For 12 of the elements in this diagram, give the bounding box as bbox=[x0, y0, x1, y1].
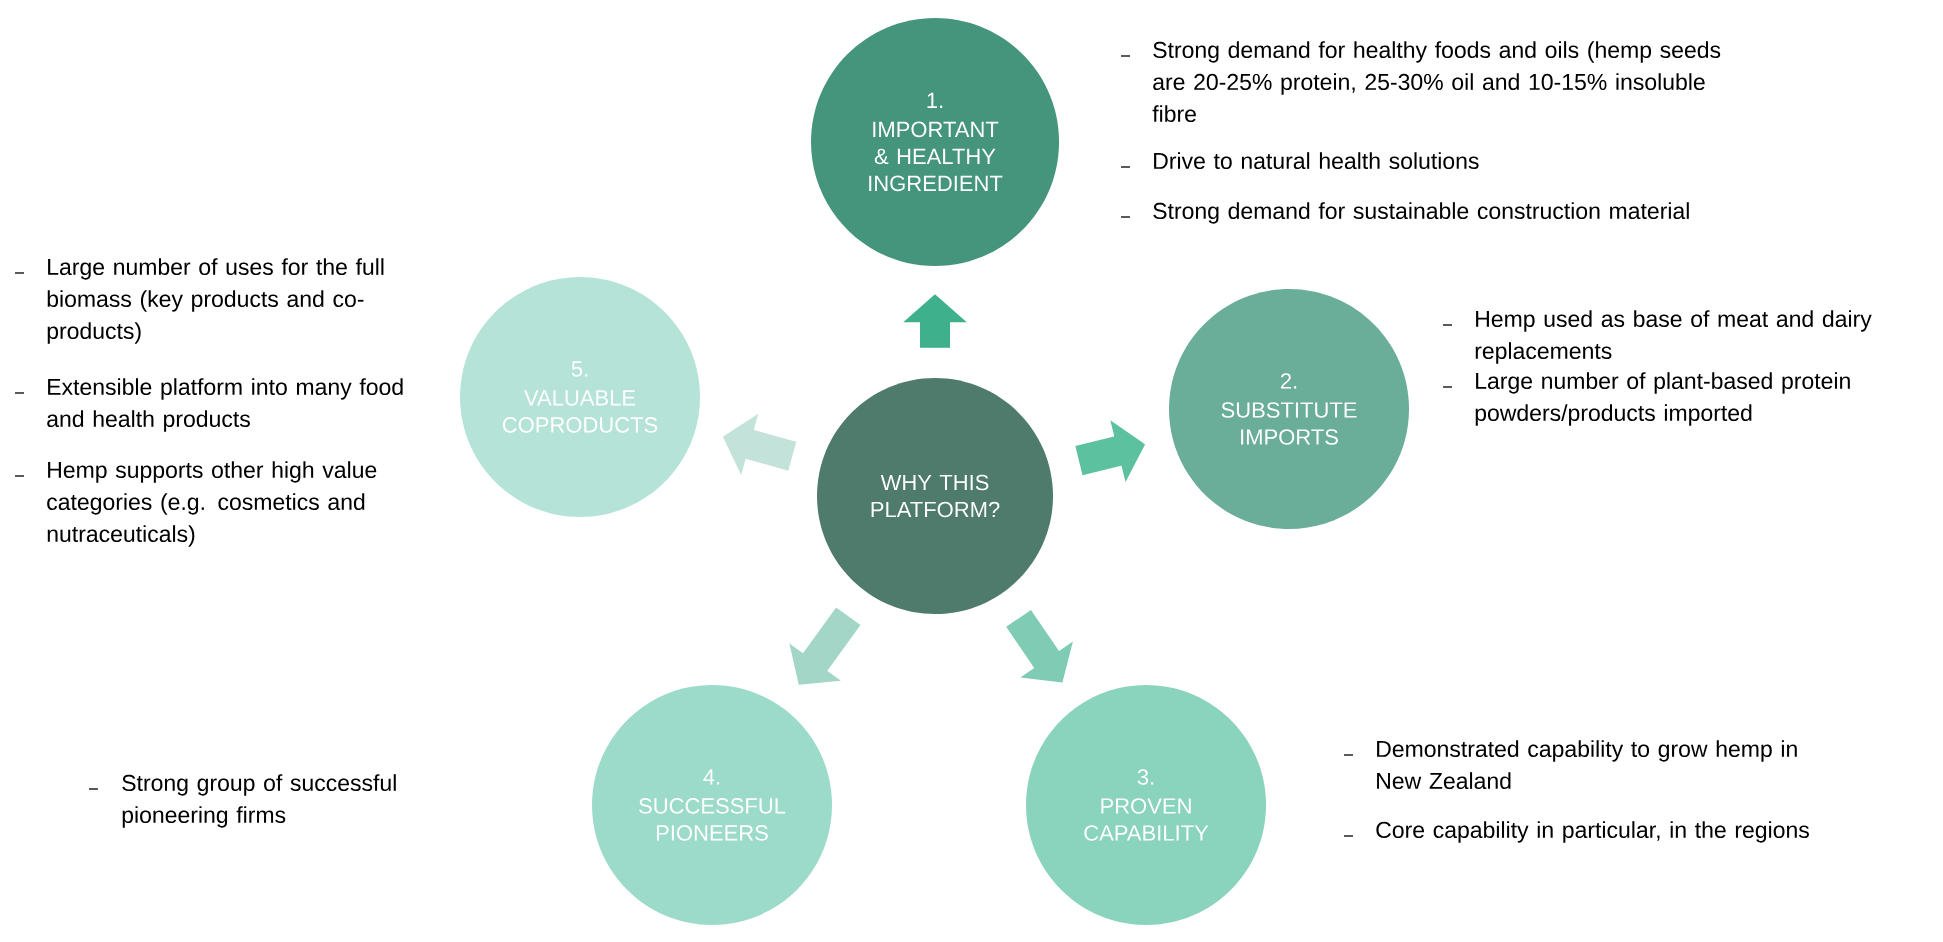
bullet-text: Large number of plant-based protein powders/products imported bbox=[1475, 372, 1850, 426]
bullet-text: Core capability in particular, in the regions bbox=[1376, 821, 1809, 843]
bullet-text: Strong demand for sustainable construction material bbox=[1153, 202, 1689, 224]
bullet-text: Strong demand for healthy foods and oils (hemp seeds are 20-25% protein, 25-30% oil and 10-15% insoluble fibre bbox=[1152, 41, 1721, 123]
bullet-text: Drive to natural health solutions bbox=[1154, 152, 1479, 170]
block-arrow bbox=[1006, 609, 1073, 683]
bullet-text: Hemp supports other high value categories (e.g. cosmetics and nutraceuticals) bbox=[47, 461, 377, 547]
bullet-text: Demonstrated capability to grow hemp in New Zealand bbox=[1377, 740, 1797, 790]
bullet-text: Extensible platform into many food and health products bbox=[47, 378, 403, 432]
bullet-text: Strong group of successful pioneering firms bbox=[122, 774, 396, 828]
bullet-text: Hemp used as base of meat and dairy replacements bbox=[1475, 310, 1872, 364]
bullet-text: Large number of uses for the full biomass (key products and co-products) bbox=[47, 258, 384, 344]
